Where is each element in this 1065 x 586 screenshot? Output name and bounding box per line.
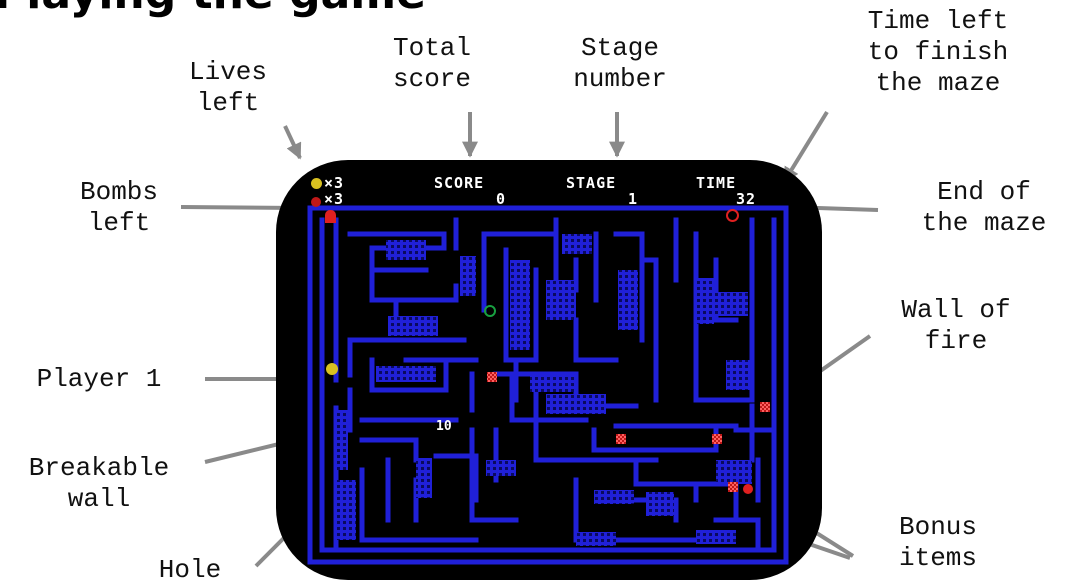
score-label: SCORE — [434, 176, 484, 191]
breakable-wall-block — [376, 366, 436, 382]
wall-of-fire-tile — [712, 434, 722, 444]
maze-wall — [736, 406, 772, 460]
hole-icon — [484, 305, 496, 317]
wall-of-fire-tile — [616, 434, 626, 444]
stage-value: 1 — [566, 192, 638, 207]
maze-wall — [472, 374, 516, 520]
breakable-wall-block — [576, 532, 616, 546]
callout-hole: Hole — [159, 555, 221, 586]
callout-bonus-items: Bonus items — [899, 512, 977, 574]
start-door-icon — [325, 210, 336, 223]
breakable-wall-block — [546, 280, 576, 320]
time-label: TIME — [696, 176, 736, 191]
stage-label: STAGE — [566, 176, 616, 191]
maze-wall — [372, 270, 456, 320]
page-heading: Playing the game — [0, 0, 426, 16]
breakable-wall-block — [530, 376, 574, 392]
bomb-bonus-icon — [743, 484, 753, 494]
time-value: 32 — [696, 192, 756, 207]
breakable-wall-block — [694, 292, 748, 316]
lives-icon — [311, 178, 322, 189]
breakable-wall-block — [562, 234, 592, 254]
breakable-wall-block — [388, 316, 438, 336]
callout-player-1: Player 1 — [37, 364, 162, 395]
breakable-wall-block — [716, 460, 752, 484]
lives-count: ×3 — [324, 176, 344, 191]
callout-lives-left: Lives left — [189, 57, 267, 119]
wall-of-fire-tile — [728, 482, 738, 492]
callout-time-left: Time left to finish the maze — [868, 6, 1008, 99]
callout-stage-number: Stage number — [573, 33, 667, 95]
callout-bombs-left: Bombs left — [80, 177, 158, 239]
callout-end-of-maze: End of the maze — [922, 177, 1047, 239]
arrow-lives — [285, 126, 300, 158]
callout-wall-of-fire: Wall of fire — [901, 295, 1010, 357]
breakable-wall-block — [618, 270, 638, 330]
breakable-wall-block — [460, 256, 476, 296]
breakable-wall-block — [510, 260, 530, 350]
maze — [276, 160, 822, 580]
breakable-wall-block — [646, 492, 674, 516]
end-of-maze-icon — [726, 209, 739, 222]
wall-of-fire-tile — [487, 372, 497, 382]
callout-breakable-wall: Breakable wall — [29, 453, 169, 515]
breakable-wall-block — [336, 410, 348, 470]
breakable-wall-block — [594, 490, 634, 504]
breakable-wall-block — [336, 480, 356, 540]
player-1-icon[interactable] — [326, 363, 338, 375]
bomb-icon — [311, 197, 321, 207]
breakable-wall-block — [726, 360, 750, 390]
game-screen: ×3 ×3 SCORE 0 STAGE 1 TIME 32 10 — [276, 160, 822, 580]
bombs-count: ×3 — [324, 192, 344, 207]
breakable-wall-block — [416, 458, 432, 498]
breakable-wall-block — [386, 240, 426, 260]
wall-of-fire-tile — [760, 402, 770, 412]
callout-total-score: Total score — [393, 33, 471, 95]
breakable-wall-block — [486, 460, 516, 476]
score-value: 0 — [434, 192, 506, 207]
breakable-wall-block — [696, 530, 736, 544]
breakable-wall-block — [546, 394, 606, 414]
bonus-points-label: 10 — [436, 419, 452, 434]
